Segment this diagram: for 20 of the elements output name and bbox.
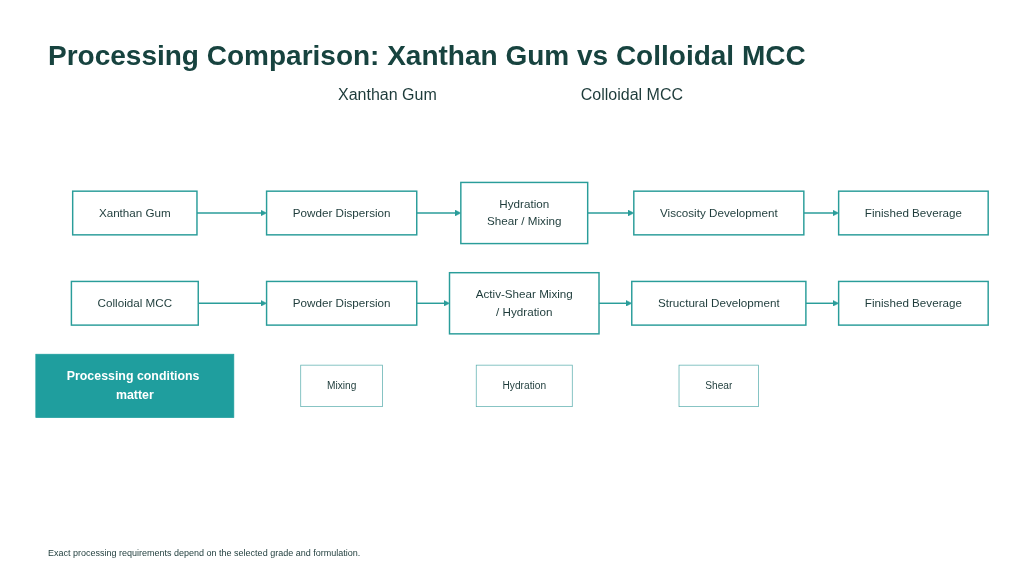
footnote: Exact processing requirements depend on the selected grade and formulation. — [48, 548, 361, 558]
node-box: Finished Beverage — [837, 190, 989, 236]
arrow — [803, 209, 839, 217]
node-box: Colloidal MCC — [70, 280, 199, 326]
title: Processing Comparison: Xanthan Gum vs Colloidal MCC — [48, 40, 806, 72]
node-box: Mixing — [300, 364, 383, 407]
node-box: Processing conditions matter — [35, 353, 235, 418]
node-box: Powder Dispersion — [265, 190, 418, 236]
node-box: Structural Development — [631, 280, 807, 326]
arrow — [196, 209, 267, 217]
node-box: Hydration — [475, 364, 573, 407]
arrow — [416, 300, 450, 307]
node-box: Finished Beverage — [837, 280, 989, 326]
arrow — [805, 300, 839, 307]
node-box: Shear — [678, 364, 759, 407]
node-box: Viscosity Development — [633, 190, 805, 236]
node-box: Powder Dispersion — [265, 280, 418, 326]
node-box: Xanthan Gum — [71, 190, 198, 236]
node-box: Activ-Shear Mixing / Hydration — [448, 271, 600, 335]
node-box: Hydration Shear / Mixing — [460, 181, 589, 245]
